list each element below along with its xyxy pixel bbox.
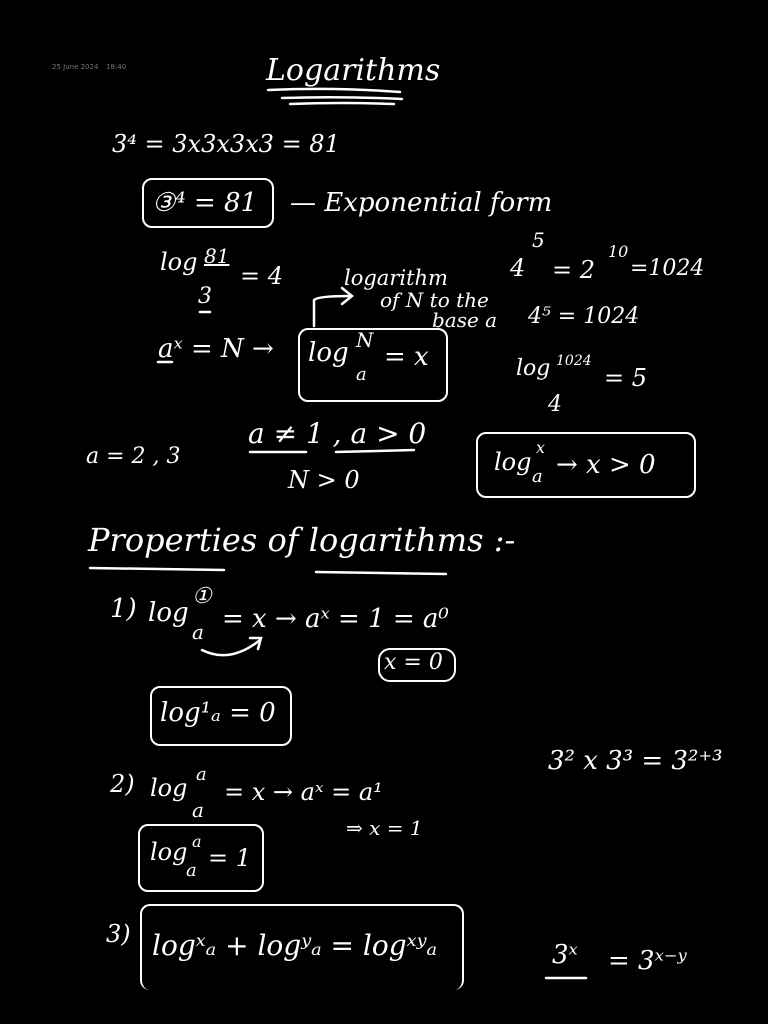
equals-2: = 2 (552, 256, 596, 284)
title-underline-1 (266, 87, 402, 94)
property-2-number: 2) (110, 770, 135, 798)
page-title: Logarithms (266, 53, 441, 88)
property-1-log-argument: ① (192, 584, 212, 609)
exponential-form-label: — Exponential form (290, 188, 553, 218)
title-underline-3 (288, 101, 396, 106)
logarithm-note-3: base a (432, 308, 498, 332)
condition-underline-2 (334, 448, 416, 454)
log1024-argument: 1024 (556, 353, 592, 369)
log-definition-box (298, 328, 448, 402)
date-label: 25 June 2024 (52, 63, 99, 71)
exponential-box (142, 178, 274, 228)
log-base: 3 (198, 284, 212, 309)
property-2-implies: ⇒ x = 1 (346, 816, 423, 840)
property-2-result-boxed: = 1 (208, 844, 252, 872)
property-2-log-base-boxed: a (186, 860, 197, 881)
property-2-equation: = x → aˣ = a¹ (224, 778, 383, 806)
section-heading: Properties of logarithms :- (88, 521, 516, 559)
exponential-form-expression: ③⁴ = 81 (152, 188, 258, 218)
domain-log-base: a (532, 466, 543, 487)
property-1-equation: = x → aˣ = 1 = a⁰ (222, 604, 449, 634)
property-1-result-box (378, 648, 456, 682)
exponential-general: aˣ = N → (158, 334, 274, 364)
property-1-number: 1) (110, 594, 137, 624)
log1024-result: = 5 (604, 364, 648, 392)
domain-condition: → x > 0 (556, 450, 656, 480)
power-expansion: 3⁴ = 3x3x3x3 = 81 (112, 130, 340, 158)
log-word: log (160, 248, 198, 276)
property-1-result: x = 0 (384, 650, 443, 675)
property-2-log-base: a (192, 798, 204, 822)
logarithm-note-1: logarithm (344, 266, 448, 290)
log-definition-result: = x (384, 342, 429, 372)
property-2-log-word-boxed: log (150, 838, 188, 866)
annotation-arrow (312, 294, 352, 328)
property-1-log-base: a (192, 620, 204, 644)
property-3-box (140, 904, 464, 990)
logarithm-note-2: of N to the (380, 288, 489, 312)
argument-condition: N > 0 (288, 466, 360, 494)
property-2-box (138, 824, 264, 892)
division-result: = 3ˣ⁻ʸ (608, 946, 687, 976)
property-1-arrow-curve (200, 638, 262, 657)
log1024-word: log (516, 356, 551, 381)
heading-underline-1 (88, 566, 226, 572)
property-2-log-argument-boxed: a (192, 832, 202, 851)
multiplication-rule: 3² x 3³ = 3²⁺³ (548, 746, 723, 776)
heading-underline-2 (314, 570, 448, 576)
power-4-5-equals: 4⁵ = 1024 (528, 304, 640, 329)
title-underline-2 (280, 95, 404, 101)
property-1-statement: log¹ₐ = 0 (160, 698, 276, 728)
domain-log-word: log (494, 448, 532, 476)
property-1-box (150, 686, 292, 746)
annotation-arrowhead (340, 286, 355, 306)
power-4: 4 (510, 254, 526, 282)
property-1-arrowhead (248, 636, 263, 651)
property-3-statement: logˣₐ + logʸₐ = logˣʸₐ (152, 929, 438, 962)
log-result: = 4 (240, 262, 284, 290)
log1024-base: 4 (548, 392, 562, 417)
property-1-log-word: log (148, 598, 189, 628)
domain-log-argument: x (536, 438, 546, 457)
log-definition-argument: N (356, 328, 374, 352)
domain-box (476, 432, 696, 498)
log-definition-base: a (356, 364, 367, 385)
time-label: 18:40 (106, 63, 127, 71)
property-2-log-word: log (150, 774, 188, 802)
property-2-log-argument: a (196, 764, 207, 785)
equals-1024: =1024 (630, 256, 705, 281)
log-definition-word: log (308, 338, 349, 368)
power-4-exponent: 5 (532, 228, 545, 252)
example-bases: a = 2 , 3 (86, 444, 181, 469)
division-numerator: 3ˣ (552, 940, 578, 970)
base-conditions: a ≠ 1 , a > 0 (248, 417, 427, 450)
log-argument: 81 (204, 244, 230, 268)
power-2-exponent: 10 (608, 242, 629, 261)
property-3-number: 3) (106, 920, 131, 948)
